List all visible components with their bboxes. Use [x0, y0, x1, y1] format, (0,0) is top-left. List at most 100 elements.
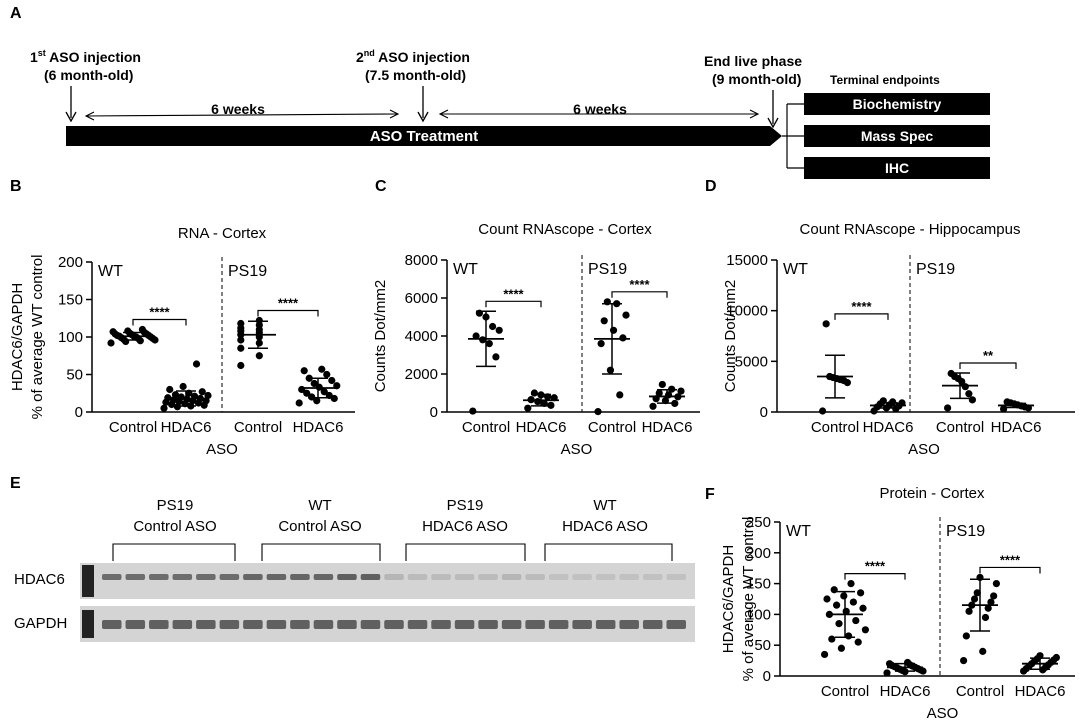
y-axis-label: % of average WT control: [29, 255, 46, 420]
x-tick-label: HDAC6: [516, 419, 567, 436]
injection-2-label: 2nd ASO injection: [356, 48, 470, 65]
injection-1-label: 1st ASO injection: [30, 48, 141, 65]
x-tick-label: HDAC6: [642, 419, 693, 436]
wb-ladder-hdac6: [82, 565, 94, 597]
chart-rnascope-hippocampus: Count RNAscope - Hippocampus050001000015…: [722, 221, 1075, 458]
aso-treatment-bar: [66, 126, 782, 146]
wb-band-hdac6: [384, 574, 404, 580]
data-point: [854, 638, 862, 646]
data-point: [160, 404, 168, 412]
wb-band-gapdh: [219, 620, 240, 629]
data-point: [1003, 398, 1011, 406]
wb-band-gapdh: [431, 620, 451, 629]
significance-bracket: [959, 362, 1017, 369]
significance-bracket: [257, 309, 319, 317]
significance-stars: ****: [1000, 552, 1021, 567]
data-point: [323, 370, 331, 379]
endpoint-box-ihc: [804, 157, 990, 179]
wb-group-3-line1: PS19: [447, 497, 484, 514]
endpoint-ihc-label: IHC: [885, 160, 909, 176]
wb-band-gapdh: [337, 620, 357, 629]
y-tick-label: 6000: [405, 290, 438, 307]
x-tick-label: HDAC6: [293, 419, 344, 436]
significance-bracket: [844, 573, 906, 580]
wb-band-gapdh: [196, 620, 216, 629]
data-point: [109, 328, 117, 336]
wb-group-1-line2: Control ASO: [133, 518, 216, 535]
data-point: [138, 325, 147, 334]
wb-band-hdac6: [595, 574, 616, 580]
injection-1-text: ASO injection: [46, 49, 141, 65]
data-point: [962, 632, 970, 640]
interval-1-arrowhead-right: [389, 109, 400, 119]
wb-ladder-gapdh: [82, 610, 94, 638]
endpoint-mass-spec-label: Mass Spec: [861, 128, 934, 144]
wb-band-gapdh: [501, 620, 522, 629]
y-tick-label: 10000: [726, 303, 768, 320]
interval-2-label: 6 weeks: [573, 101, 627, 117]
group-label-ps19: PS19: [916, 261, 955, 278]
x-axis-label: ASO: [927, 705, 959, 722]
data-point: [166, 385, 174, 394]
data-point: [837, 644, 846, 652]
data-point: [849, 598, 858, 606]
wb-group-2-line1: WT: [308, 497, 331, 514]
data-point: [981, 613, 990, 622]
data-point: [328, 376, 336, 385]
data-point: [530, 389, 539, 397]
panel-letter-e: E: [10, 475, 21, 492]
wb-band-gapdh: [266, 620, 287, 629]
wb-band-hdac6: [666, 574, 686, 580]
data-point: [819, 407, 827, 415]
wb-band-gapdh: [407, 620, 428, 629]
x-axis-label: ASO: [908, 441, 940, 458]
y-tick-label: 0: [430, 404, 438, 421]
data-point: [495, 326, 503, 334]
wb-membrane-hdac6: [80, 563, 695, 599]
wb-row-label-gapdh: GAPDH: [14, 615, 67, 632]
x-tick-label: Control: [936, 419, 984, 436]
wb-band-hdac6: [102, 574, 122, 580]
x-tick-label: HDAC6: [1015, 683, 1066, 700]
data-point: [310, 379, 318, 388]
wb-band-gapdh: [454, 620, 475, 629]
group-label-ps19: PS19: [228, 263, 267, 280]
wb-band-hdac6: [501, 574, 522, 580]
data-point: [622, 311, 630, 319]
panel-letter-f: F: [705, 486, 715, 503]
data-point: [255, 352, 263, 360]
chart-rnascope-cortex: Count RNAscope - Cortex02000400060008000…: [372, 221, 700, 458]
aso-treatment-label: ASO Treatment: [370, 128, 478, 145]
data-point: [965, 390, 973, 398]
data-point: [124, 327, 132, 335]
data-point: [485, 340, 493, 348]
data-point: [472, 332, 480, 340]
significance-stars: ****: [865, 559, 886, 574]
significance-stars: ****: [851, 299, 872, 314]
data-point: [492, 353, 500, 361]
wb-band-hdac6: [313, 574, 334, 580]
wb-band-hdac6: [337, 574, 357, 580]
chart-title: Protein - Cortex: [879, 485, 985, 502]
data-point: [889, 398, 897, 406]
y-tick-label: 50: [754, 637, 771, 654]
wb-band-gapdh: [642, 620, 663, 629]
wb-band-gapdh: [290, 620, 310, 629]
wb-band-gapdh: [666, 620, 686, 629]
data-point: [655, 389, 663, 397]
wb-group-bracket: [261, 543, 381, 561]
data-point: [990, 592, 998, 600]
wb-band-gapdh: [619, 620, 639, 629]
injection-1-suffix: st: [38, 48, 46, 58]
group-label-ps19: PS19: [946, 523, 985, 540]
wb-band-hdac6: [196, 574, 216, 580]
timeline-panel: ASO Treatment 1st ASO injection (6 month…: [30, 48, 990, 179]
wb-band-gapdh: [478, 620, 498, 629]
data-point: [857, 589, 865, 597]
y-tick-label: 0: [760, 404, 768, 421]
significance-bracket: [834, 313, 889, 320]
data-point: [237, 336, 245, 344]
injection-2-suffix: nd: [364, 48, 375, 58]
x-tick-label: HDAC6: [161, 419, 212, 436]
data-point: [828, 635, 836, 643]
